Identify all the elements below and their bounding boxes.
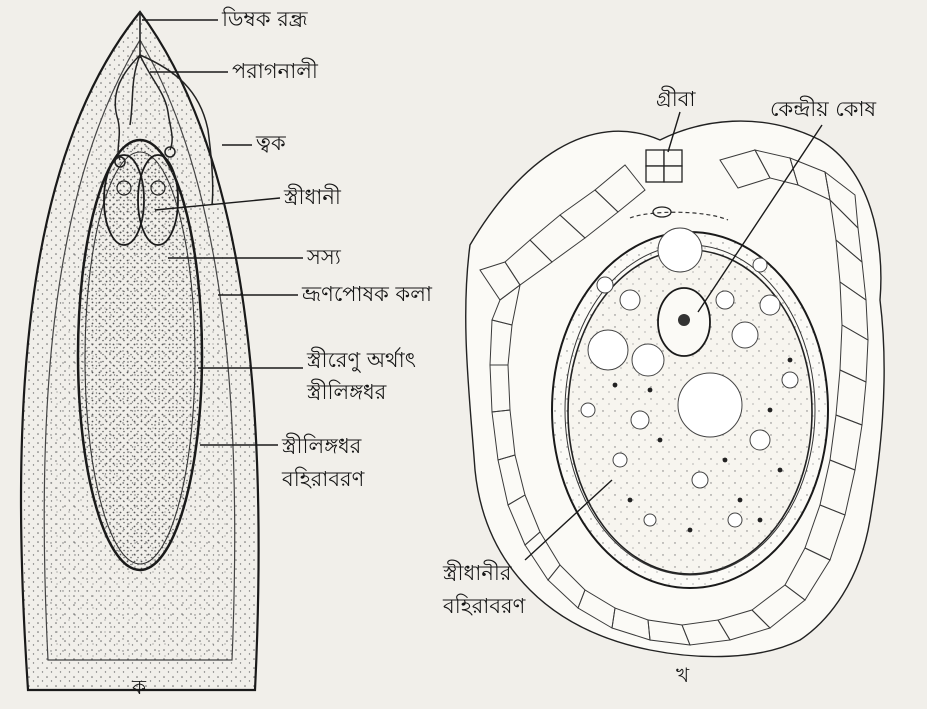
label-jacket-line1: স্ত্রীধানীর [443, 560, 511, 586]
label-megaspore-line2: স্ত্রীলিঙ্গধর [307, 379, 386, 405]
label-neck: গ্রীবা [656, 86, 696, 112]
label-gametophyte-wall-line2: বহিরাবরণ [282, 466, 364, 492]
archegonium-section [466, 121, 884, 657]
label-micropyle: ডিম্বক রন্ধ্র [222, 6, 308, 32]
label-pollen-tube: পরাগনালী [232, 58, 318, 84]
label-megaspore-line1: স্ত্রীরেণু অর্থাৎ [307, 347, 416, 373]
label-nucellus: ভ্রূণপোষক কলা [302, 281, 432, 307]
caption-panel-b: খ [676, 662, 689, 688]
label-jacket-line2: বহিরাবরণ [443, 593, 525, 619]
neck-cells [646, 150, 682, 182]
caption-panel-a: ক [132, 674, 146, 700]
label-gametophyte-wall-line1: স্ত্রীলিঙ্গধর [282, 433, 361, 459]
label-archegonium: স্ত্রীধানী [284, 184, 341, 210]
label-integument: ত্বক [256, 130, 286, 156]
ovule-longitudinal-section [21, 12, 259, 690]
label-central-cell: কেন্দ্রীয় কোষ [770, 96, 876, 122]
label-endosperm: সস্য [307, 244, 341, 270]
